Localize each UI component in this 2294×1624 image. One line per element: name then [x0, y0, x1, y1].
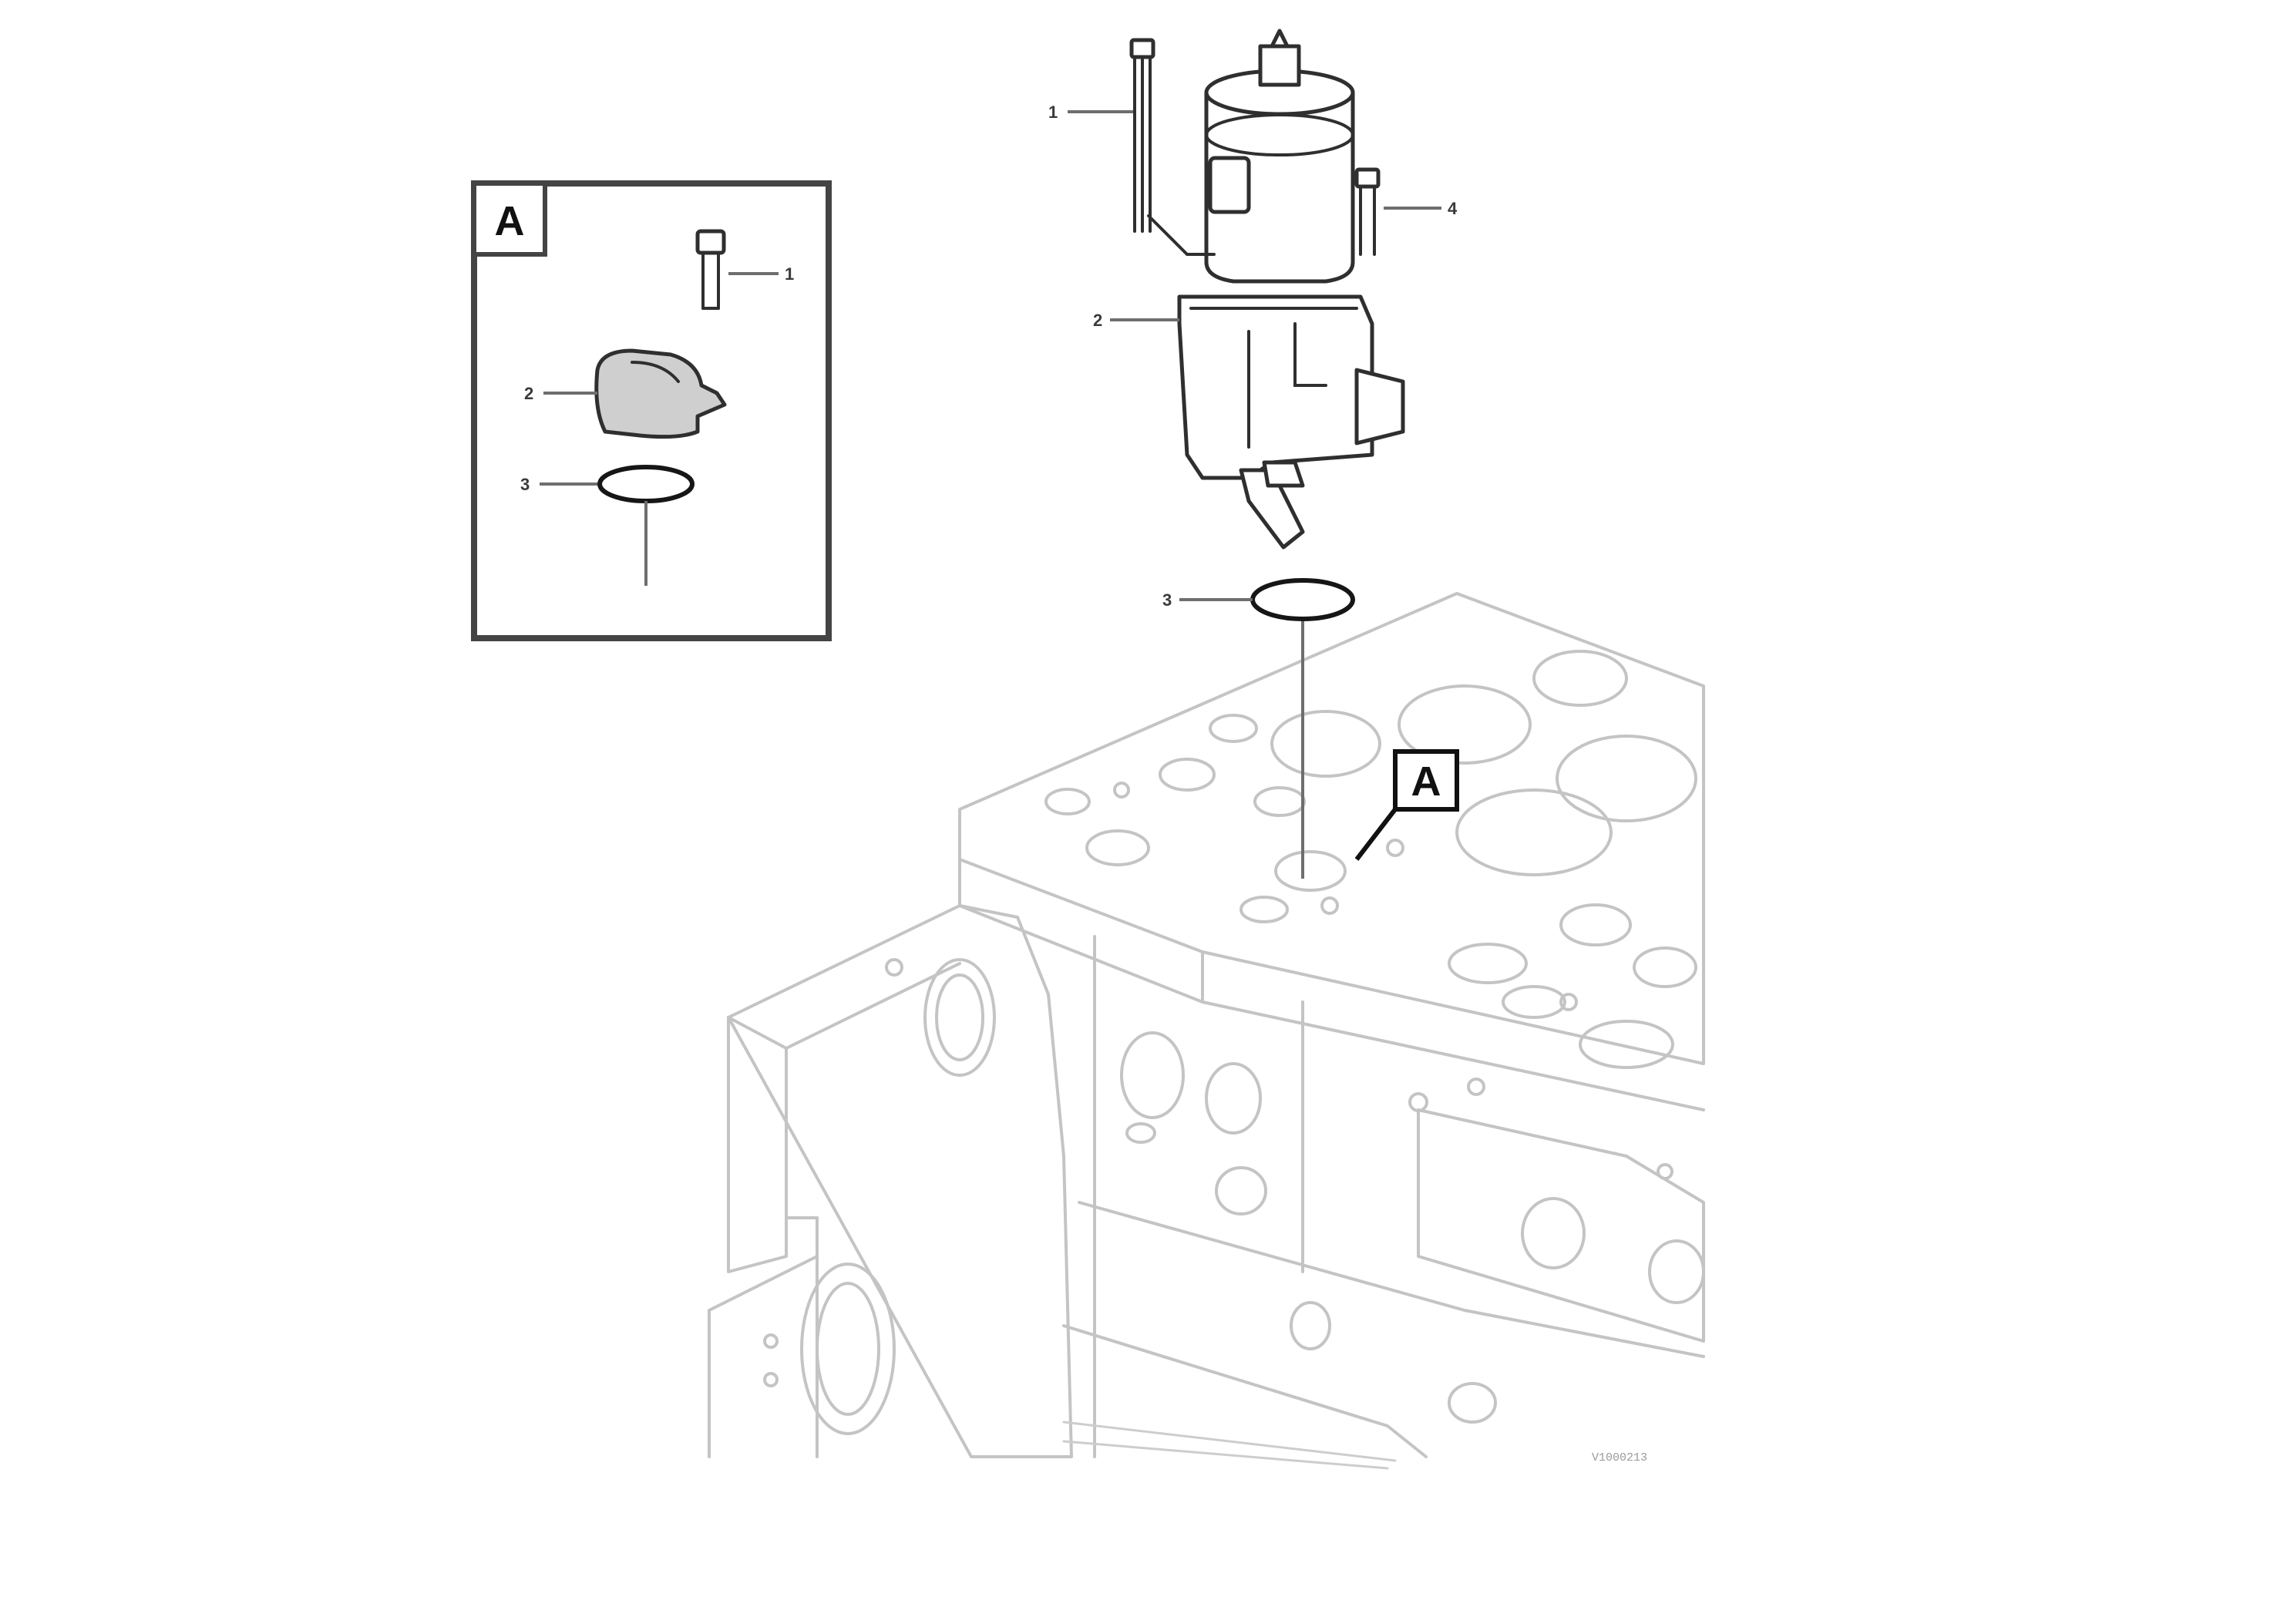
- view-tag-a: A: [1354, 749, 1459, 861]
- engine-block: [708, 592, 1705, 1470]
- main-oring: [1250, 578, 1355, 621]
- callout-inset-sensor: 2: [524, 384, 533, 403]
- callout-main-pump: 2: [1093, 311, 1102, 330]
- callout-inset-bolt: 1: [785, 264, 794, 284]
- callout-main-bracket-bolt: 4: [1448, 199, 1458, 218]
- detail-inset: A: [471, 180, 832, 641]
- reference-code: V1000213: [1592, 1451, 1647, 1464]
- callout-inset-oring: 3: [520, 475, 530, 494]
- callout-main-oring: 3: [1162, 590, 1172, 610]
- callout-main-bolt: 1: [1048, 103, 1058, 122]
- svg-text:A: A: [1411, 758, 1441, 805]
- inset-label: A: [495, 198, 525, 244]
- pump-assembly: [1129, 29, 1405, 879]
